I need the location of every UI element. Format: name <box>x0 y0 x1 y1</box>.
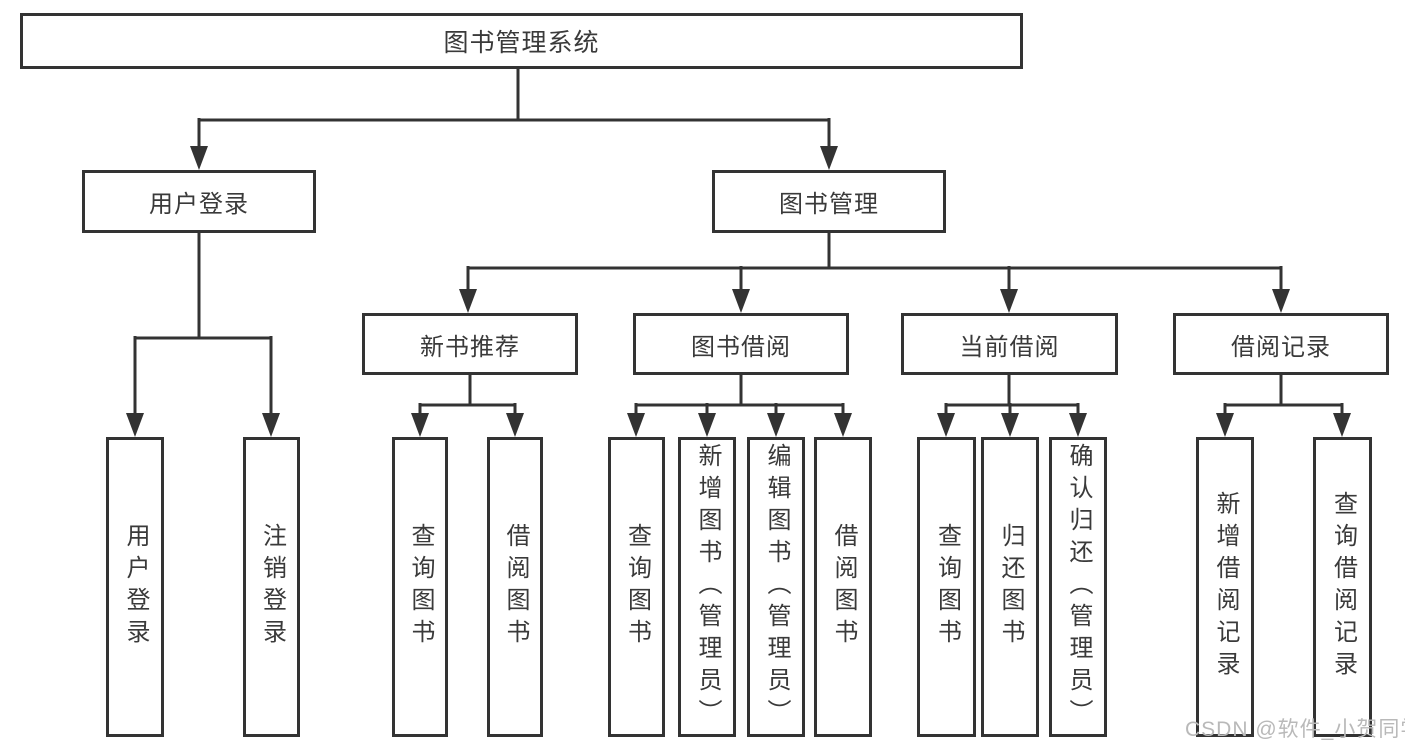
node-label: 图书管理 <box>779 191 879 218</box>
node-label: 归还图书 <box>997 523 1024 651</box>
node-label: 用户登录 <box>149 191 249 218</box>
node-label: 图书借阅 <box>691 333 791 361</box>
node-new-book-recommendation: 新书推荐 <box>362 313 578 375</box>
node-label: 新增图书（管理员） <box>694 443 721 731</box>
node-label: 用户登录 <box>122 523 149 651</box>
node-current-borrowing: 当前借阅 <box>901 313 1118 375</box>
node-book-borrowing: 图书借阅 <box>633 313 849 375</box>
node-label: 查询图书 <box>933 523 961 651</box>
node-label: 编辑图书（管理员） <box>763 443 790 731</box>
node-label: 查询借阅记录 <box>1329 491 1357 683</box>
node-newbooks-query-books: 查询图书 <box>392 437 448 737</box>
node-label: 查询图书 <box>407 523 434 651</box>
node-records-query-record: 查询借阅记录 <box>1313 437 1372 737</box>
node-label: 新增借阅记录 <box>1212 491 1239 683</box>
node-newbooks-borrow-books: 借阅图书 <box>487 437 543 737</box>
node-borrowing-query-books: 查询图书 <box>608 437 665 737</box>
node-label: 借阅图书 <box>502 523 529 651</box>
node-borrowing-records: 借阅记录 <box>1173 313 1389 375</box>
node-book-management: 图书管理 <box>712 170 946 233</box>
node-label: 确认归还（管理员） <box>1065 443 1092 731</box>
node-borrowing-borrow-books: 借阅图书 <box>814 437 872 737</box>
node-borrowing-add-books-admin: 新增图书（管理员） <box>678 437 736 737</box>
node-label: 借阅记录 <box>1231 333 1331 361</box>
node-label: 图书管理系统 <box>443 29 600 57</box>
node-logout: 注销登录 <box>243 437 300 737</box>
node-label: 注销登录 <box>258 523 286 651</box>
node-label: 新书推荐 <box>420 333 520 361</box>
node-current-confirm-return-admin: 确认归还（管理员） <box>1049 437 1107 737</box>
node-records-add-record: 新增借阅记录 <box>1196 437 1254 737</box>
node-user-login-group: 用户登录 <box>82 170 316 233</box>
node-borrowing-edit-books-admin: 编辑图书（管理员） <box>747 437 805 737</box>
node-current-query-books: 查询图书 <box>917 437 976 737</box>
csdn-watermark: CSDN @软件_小贺同学 <box>1185 718 1405 741</box>
node-label: 当前借阅 <box>959 333 1060 361</box>
node-current-return-books: 归还图书 <box>981 437 1039 737</box>
node-user-login: 用户登录 <box>106 437 164 737</box>
node-library-management-system: 图书管理系统 <box>20 13 1023 69</box>
node-label: 借阅图书 <box>830 523 857 651</box>
node-label: 查询图书 <box>623 523 651 651</box>
